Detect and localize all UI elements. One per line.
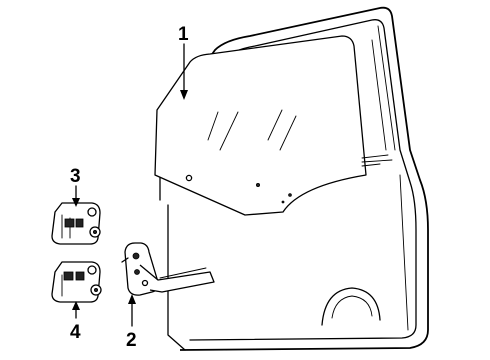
door-glass <box>154 35 367 216</box>
label-plate <box>361 154 393 167</box>
arrowhead-2 <box>128 294 136 304</box>
arrowhead-1 <box>180 90 188 100</box>
arrowhead-4 <box>72 301 80 310</box>
callout-2: 2 <box>126 330 137 351</box>
door-frame-outline <box>159 6 429 351</box>
callout-1: 1 <box>178 24 189 45</box>
callout-3: 3 <box>70 166 81 187</box>
lower-hinge <box>51 261 102 303</box>
leader-arrows <box>72 43 188 327</box>
upper-hinge <box>51 202 101 245</box>
callout-4: 4 <box>70 322 81 343</box>
arrowhead-3 <box>72 198 80 207</box>
window-regulator <box>121 242 215 296</box>
